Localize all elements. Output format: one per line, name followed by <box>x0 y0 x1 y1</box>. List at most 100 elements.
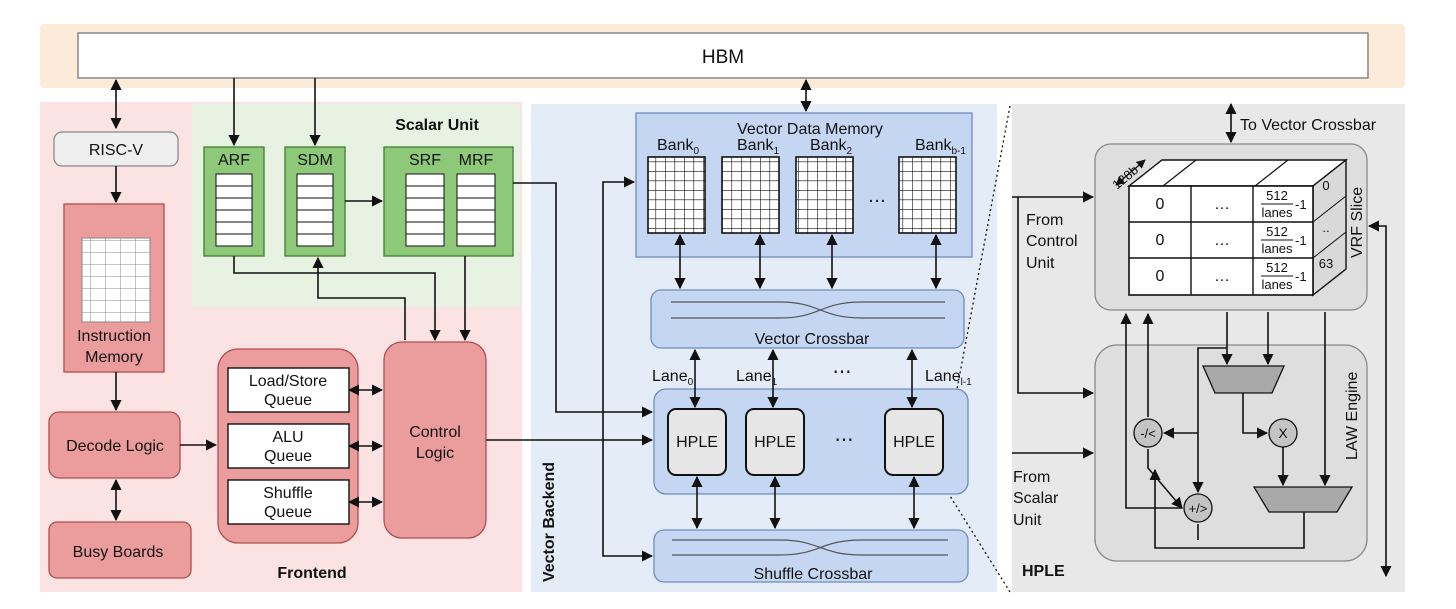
hple-l-1 <box>884 408 944 476</box>
vrf-row-0-fraction: 512 lanes -1 <box>1261 188 1307 220</box>
hple-l-1-label: HPLE <box>893 434 935 451</box>
control-logic-block: Control Logic <box>383 341 487 539</box>
to-vector-crossbar-label: To Vector Crossbar <box>1240 117 1377 134</box>
vrf-frac-suffix: -1 <box>1295 197 1307 212</box>
mrf-label: MRF <box>459 152 494 169</box>
law-engine-label: LAW Engine <box>1344 372 1361 460</box>
multiply-label: X <box>1278 425 1288 441</box>
vector-crossbar-label: Vector Crossbar <box>755 331 870 348</box>
busy-boards-block: Busy Boards <box>48 521 192 579</box>
law-engine-block: -/< X +/> LAW Engine <box>1094 344 1368 562</box>
vrf-slice-block: 0 0 0 … … … 512 lanes -1 512 lanes -1 51… <box>1094 143 1368 311</box>
frontend-title: Frontend <box>277 565 346 582</box>
instruction-memory-line2: Memory <box>85 349 143 366</box>
lane-l-1-label: Lanel-1 <box>925 368 972 388</box>
vrf-slice-label: VRF Slice <box>1349 187 1366 258</box>
vrf-frac-suffix: -1 <box>1295 269 1307 284</box>
vector-crossbar-block: Vector Crossbar <box>650 289 965 349</box>
lane-ellipsis: ⋯ <box>833 362 852 383</box>
hbm-block: HBM <box>77 32 1369 79</box>
shuffle-crossbar-block: Shuffle Crossbar <box>653 529 969 583</box>
shuffle-queue-line2: Queue <box>264 504 312 521</box>
alu-queue-line1: ALU <box>272 429 303 446</box>
control-logic-line2: Logic <box>416 445 454 462</box>
arf-block: ARF <box>203 146 265 257</box>
queues-block: Load/Store Queue ALU Queue Shuffle Queue <box>217 348 359 544</box>
vrf-row-2-fraction: 512 lanes -1 <box>1261 260 1307 292</box>
arf-label: ARF <box>218 152 250 169</box>
vrf-frac-num: 512 <box>1266 188 1288 203</box>
shuffle-crossbar-label: Shuffle Crossbar <box>754 566 874 583</box>
vrf-frac-suffix: -1 <box>1295 233 1307 248</box>
decode-logic-label: Decode Logic <box>66 438 164 455</box>
vdm-title: Vector Data Memory <box>737 121 883 138</box>
vrf-frac-num: 512 <box>1266 260 1288 275</box>
lanes-block: HPLE HPLE ⋯ HPLE <box>653 388 969 495</box>
load-store-queue-line2: Queue <box>264 392 312 409</box>
srf-mrf-block: SRF MRF <box>383 146 514 257</box>
instruction-memory-block: Instruction Memory <box>63 203 165 373</box>
add-gt-op <box>1183 493 1213 523</box>
bank-1-grid <box>721 156 780 234</box>
vrf-row-0-col-0: 0 <box>1156 196 1165 213</box>
vrf-width-arrow <box>1115 159 1146 186</box>
decode-logic-block: Decode Logic <box>48 411 181 479</box>
hple-0 <box>667 408 727 476</box>
compare-lt-op <box>1133 418 1163 448</box>
compare-lt-label: -/< <box>1140 426 1156 441</box>
riscv-block: RISC-V <box>53 131 179 167</box>
shuffle-queue-line1: Shuffle <box>263 485 313 502</box>
from-control-unit-line2: Control <box>1026 233 1078 250</box>
control-logic-line1: Control <box>409 424 461 441</box>
hbm-label: HBM <box>702 47 744 68</box>
alu-queue <box>227 423 350 469</box>
hple-zoom-line-top <box>939 105 1011 481</box>
vrf-row-1-col-1: … <box>1214 232 1230 249</box>
vrf-row-2-col-0: 0 <box>1156 268 1165 285</box>
hple-zoom-line-bottom <box>939 479 1011 593</box>
load-store-queue-line1: Load/Store <box>249 373 327 390</box>
add-gt-label: +/> <box>1189 501 1208 516</box>
bank-2-label: Bank2 <box>810 137 852 157</box>
bank-b-1-grid <box>898 156 957 234</box>
alu-queue-line2: Queue <box>264 448 312 465</box>
bank-0-label: Bank0 <box>657 137 699 157</box>
vector-backend-title: Vector Backend <box>541 462 558 582</box>
hple-1 <box>745 408 805 476</box>
bank-ellipsis: … <box>868 186 887 207</box>
vrf-row-1-fraction: 512 lanes -1 <box>1261 224 1307 256</box>
riscv-label: RISC-V <box>89 142 144 159</box>
vrf-side-label-mid: .. <box>1322 220 1329 235</box>
vrf-frac-den: lanes <box>1261 277 1293 292</box>
hple-1-label: HPLE <box>754 434 796 451</box>
from-scalar-unit-line1: From <box>1013 469 1050 486</box>
scalar-unit-title: Scalar Unit <box>395 117 479 134</box>
vrf-row-1-col-0: 0 <box>1156 232 1165 249</box>
srf-label: SRF <box>409 152 441 169</box>
sdm-block: SDM <box>284 146 346 257</box>
vrf-row-0-col-1: … <box>1214 196 1230 213</box>
top-mux <box>1201 365 1286 394</box>
bottom-mux <box>1252 486 1354 513</box>
bank-0-grid <box>647 156 706 234</box>
bank-b-1-label: Bankb-1 <box>915 137 966 157</box>
bank-1-label: Bank1 <box>737 137 779 157</box>
busy-boards-label: Busy Boards <box>73 544 164 561</box>
from-scalar-unit-line3: Unit <box>1013 512 1042 529</box>
vrf-side-label-0: 0 <box>1322 178 1329 193</box>
vector-data-memory-block: Vector Data Memory Bank0 Bank1 Bank2 Ban… <box>635 112 973 258</box>
vrf-frac-den: lanes <box>1261 241 1293 256</box>
from-control-unit-line1: From <box>1026 212 1063 229</box>
vrf-row-2-col-1: … <box>1214 268 1230 285</box>
vrf-side-label-63: 63 <box>1319 256 1333 271</box>
hple-0-label: HPLE <box>676 434 718 451</box>
connections <box>110 78 1392 578</box>
from-scalar-unit-line2: Scalar <box>1013 490 1059 507</box>
hple-ellipsis: ⋯ <box>835 430 854 451</box>
from-control-unit-line3: Unit <box>1026 255 1055 272</box>
vrf-frac-den: lanes <box>1261 205 1293 220</box>
vrf-frac-num: 512 <box>1266 224 1288 239</box>
bank-2-grid <box>795 156 854 234</box>
sdm-label: SDM <box>297 152 333 169</box>
